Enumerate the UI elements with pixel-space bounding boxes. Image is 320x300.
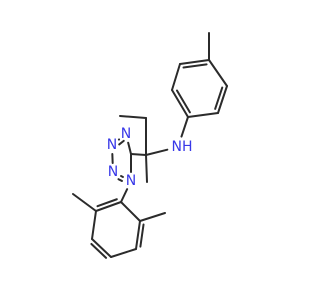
bond-t3-t4 (182, 63, 208, 69)
bond-t6-t1 (187, 112, 219, 118)
atom-label-n-ring-1: N (121, 126, 131, 142)
bond-t1-t2 (171, 89, 189, 118)
bond-n2-n1 (117, 178, 123, 182)
bond-t1-t2 (175, 89, 191, 114)
bond-t4-t5 (208, 59, 228, 87)
atom-label-n-ring-3: N (108, 164, 118, 180)
bond-cq-me (145, 154, 148, 183)
bond-a1-a2 (96, 198, 118, 208)
bond-n1-a1 (120, 188, 129, 203)
bond-layer (72, 32, 228, 259)
atom-label-n-ring-2: N (107, 137, 117, 153)
bond-c5-n4 (127, 141, 132, 155)
bond-nh-t1 (180, 116, 189, 138)
bond-a5-a6 (139, 223, 145, 248)
bond-t2-t3 (171, 63, 181, 91)
bond-a3-a4 (91, 238, 112, 258)
bond-n2-n1 (120, 175, 124, 178)
atom-label-nh-group: NH (172, 139, 193, 155)
bond-ch2-ch3 (119, 115, 147, 119)
bond-a6-a1 (120, 201, 141, 222)
bond-cq-nh (145, 148, 169, 156)
bond-a4-a5 (110, 248, 137, 258)
atom-label-n-ring-4: N (126, 173, 136, 189)
bond-a1-a2 (95, 201, 122, 212)
bond-a6-me6 (139, 212, 166, 222)
bond-t3-t4 (179, 59, 210, 65)
bond-t5-t6 (217, 85, 228, 114)
bond-n4-n3 (118, 139, 125, 146)
bond-a3-a4 (90, 242, 108, 259)
bond-a2-a3 (91, 210, 97, 240)
bond-a2-me2 (72, 193, 97, 212)
bond-a5-a6 (135, 220, 141, 250)
bond-t5-t6 (214, 86, 224, 110)
bond-c5-cq (130, 153, 147, 156)
